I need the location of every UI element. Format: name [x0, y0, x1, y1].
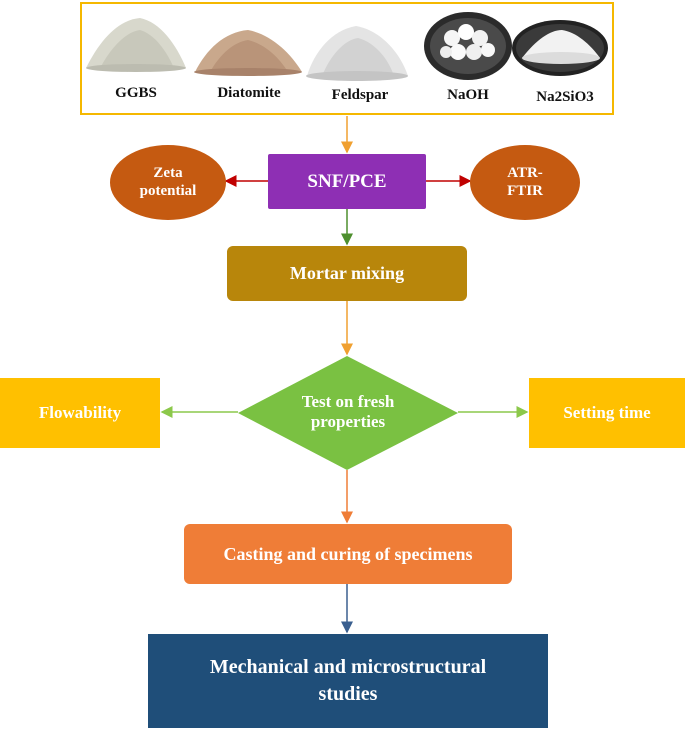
material-label-feldspar: Feldspar: [331, 87, 389, 103]
diatomite-powder-pile-icon: [194, 30, 302, 76]
feldspar-powder-pile-icon: [306, 26, 408, 81]
mechanical-studies-box: Mechanical and microstructural studies: [148, 634, 548, 728]
material-label-na2sio3: Na2SiO3: [536, 89, 594, 105]
material-label-diatomite: Diatomite: [217, 85, 281, 101]
mortar-mixing-box: Mortar mixing: [227, 246, 467, 301]
casting-curing-box: Casting and curing of specimens: [184, 524, 512, 584]
naoh-pellets-dish-icon: [424, 12, 512, 80]
ggbs-powder-pile-icon: [86, 18, 186, 72]
material-label-naoh: NaOH: [447, 87, 489, 103]
flowability-box: Flowability: [0, 378, 160, 448]
test-fresh-properties-label: Test on fresh properties: [301, 392, 395, 431]
atr-ftir-ellipse: ATR-FTIR: [470, 145, 580, 220]
admixture-box: SNF/PCE: [268, 154, 426, 209]
sodium-silicate-powder-icon: [512, 20, 608, 76]
setting-time-box: Setting time: [529, 378, 685, 448]
zeta-potential-ellipse: Zeta potential: [110, 145, 226, 220]
material-label-ggbs: GGBS: [115, 85, 157, 101]
